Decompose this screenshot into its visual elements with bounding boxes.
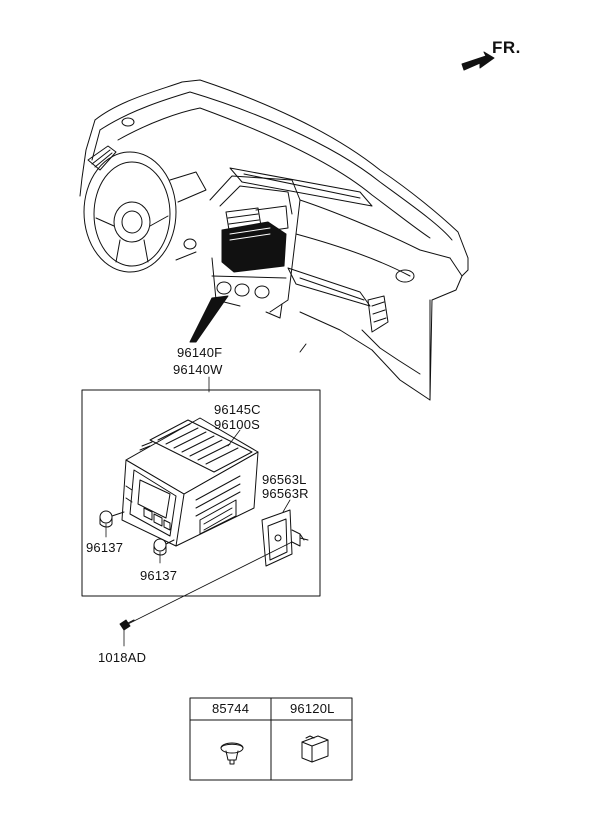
parts-table (189, 697, 353, 781)
part-number-1018ad: 1018AD (98, 650, 147, 665)
front-direction-label: FR. (492, 38, 521, 57)
radio-head-unit-drawing (121, 417, 259, 547)
part-number-96563l: 96563L (262, 472, 307, 487)
part-number-96137-right: 96137 (140, 568, 178, 583)
table-header-96120l: 96120L (290, 701, 335, 716)
mounting-bracket-drawing (261, 509, 305, 567)
leader-lines (105, 376, 293, 647)
part-number-96563r: 96563R (262, 486, 309, 501)
dashboard-drawing (79, 79, 469, 401)
clip-icon (220, 742, 244, 765)
assembly-box (81, 389, 321, 597)
knob-left-icon (99, 510, 113, 528)
part-number-96100s: 96100S (214, 417, 261, 432)
part-number-96137-left: 96137 (86, 540, 124, 555)
part-number-96140w: 96140W (173, 362, 223, 377)
connector-icon (301, 735, 329, 763)
knob-right-icon (153, 538, 167, 556)
table-header-85744: 85744 (212, 701, 250, 716)
part-number-96140f: 96140F (177, 345, 223, 360)
front-arrow-icon (461, 51, 495, 71)
screw-icon (119, 619, 135, 631)
part-number-96145c: 96145C (214, 402, 261, 417)
